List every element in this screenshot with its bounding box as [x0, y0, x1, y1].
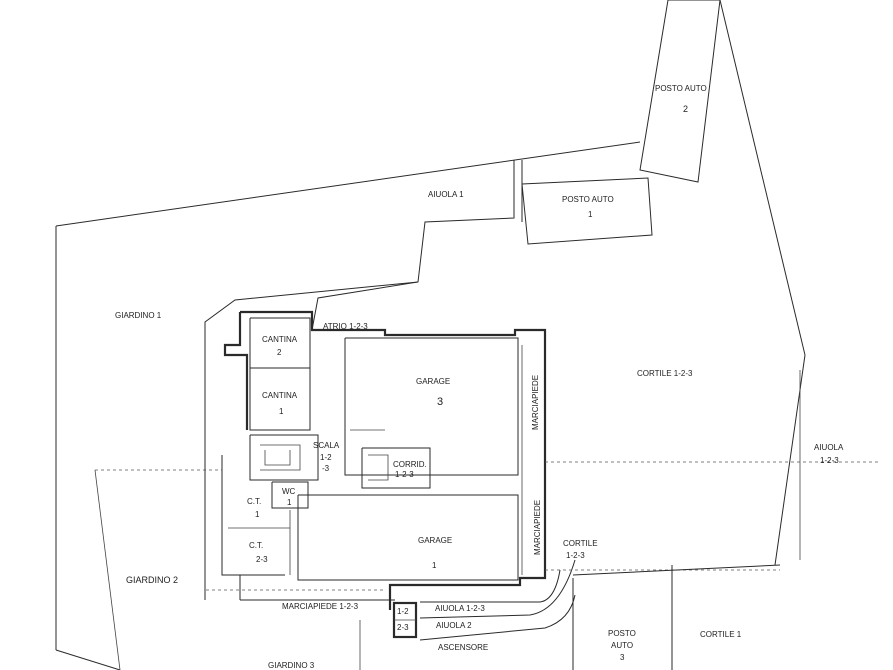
- label-marciapiede-right-bottom: MARCIAPIEDE: [533, 500, 542, 555]
- label-ct-1-num: 1: [255, 510, 260, 519]
- label-aiuola-2: AIUOLA 2: [436, 621, 472, 630]
- label-corrid-num: 1-2-3: [395, 470, 414, 479]
- bottom-parcels: [94, 469, 781, 670]
- label-cantina-2: CANTINA: [262, 335, 298, 344]
- label-posto-auto-3-b: AUTO: [611, 641, 633, 650]
- posto-auto-2-outline: [639, 0, 721, 183]
- label-cantina-2-num: 2: [277, 348, 282, 357]
- label-giardino-3: GIARDINO 3: [268, 661, 315, 670]
- label-ascensore: ASCENSORE: [438, 643, 488, 652]
- lift-shaft: [392, 601, 418, 639]
- label-giardino-1: GIARDINO 1: [115, 311, 162, 320]
- label-posto-auto-2-num: 2: [683, 104, 688, 114]
- dashed-lines: [95, 461, 880, 591]
- label-posto-auto-3: POSTO: [608, 629, 636, 638]
- property-boundary: [55, 0, 806, 670]
- building-walls: [221, 310, 547, 610]
- label-cantina-1-num: 1: [279, 407, 284, 416]
- label-ct-23-num: 2-3: [256, 555, 268, 564]
- label-wc: WC: [282, 487, 296, 496]
- label-garage-1: GARAGE: [418, 536, 452, 545]
- label-garage-3: GARAGE: [416, 377, 450, 386]
- label-lift-a: 1-2: [397, 607, 409, 616]
- label-cortile-small: CORTILE: [563, 539, 598, 548]
- label-cortile-1: CORTILE 1: [700, 630, 742, 639]
- label-marciapiede-bottom: MARCIAPIEDE 1-2-3: [282, 602, 359, 611]
- label-cantina-1: CANTINA: [262, 391, 298, 400]
- label-posto-auto-1-num: 1: [588, 210, 593, 219]
- label-ct-1: C.T.: [247, 497, 261, 506]
- label-atrio: ATRIO 1-2-3: [323, 322, 368, 331]
- label-garage-3-num: 3: [437, 396, 443, 408]
- label-corrid: CORRID.: [393, 460, 427, 469]
- label-aiuola-1: AIUOLA 1: [428, 190, 464, 199]
- label-cortile-123: CORTILE 1-2-3: [637, 369, 693, 378]
- label-marciapiede-right-top: MARCIAPIEDE: [531, 375, 540, 430]
- label-lift-b: 2-3: [397, 623, 409, 632]
- label-posto-auto-2: POSTO AUTO: [655, 84, 707, 93]
- label-aiuola-right-num: 1-2-3: [820, 456, 839, 465]
- aiuola-curve: [419, 559, 576, 641]
- label-scala: SCALA: [313, 441, 340, 450]
- label-scala-num-a: 1-2: [320, 453, 332, 462]
- label-garage-1-num: 1: [432, 561, 437, 570]
- label-posto-auto-3-num: 3: [620, 653, 625, 662]
- label-aiuola-123-bottom: AIUOLA 1-2-3: [435, 604, 485, 613]
- label-cortile-small-num: 1-2-3: [566, 551, 585, 560]
- posto-auto-1-outline: [521, 177, 653, 245]
- aiuola-1-outline: [204, 160, 523, 600]
- label-ct-23: C.T.: [249, 541, 263, 550]
- label-posto-auto-1: POSTO AUTO: [562, 195, 614, 204]
- label-wc-num: 1: [287, 498, 292, 507]
- label-giardino-2: GIARDINO 2: [126, 575, 178, 585]
- label-aiuola-right: AIUOLA: [814, 443, 844, 452]
- label-scala-num-b: -3: [322, 464, 330, 473]
